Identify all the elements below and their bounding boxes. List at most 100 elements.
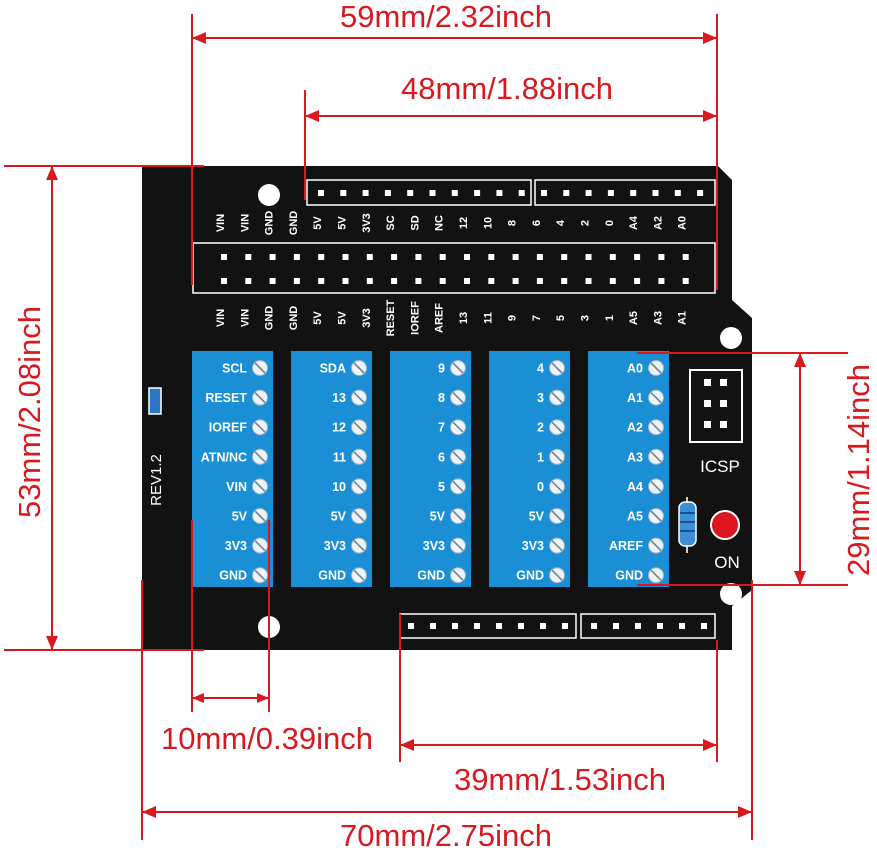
bottom-header-label: A2 [629,674,641,688]
terminal-screw-slot [353,569,365,581]
height-label: 53mm/2.08inch [12,306,47,518]
bottom-header-pin [562,623,568,629]
terminal-label: 13 [332,391,346,405]
top-header-upper-label: 7 [535,146,547,152]
top-header-upper-label: 1 [669,146,681,152]
header-pin [415,254,422,260]
bottom-header-label: A1 [607,674,619,688]
icsp-pin [720,379,727,386]
header-pin [391,278,398,284]
terminal-screw-slot [650,510,662,522]
terminal-screw-slot [452,362,464,374]
header-row2-label: 1 [604,315,616,321]
header-row1-label: A4 [628,215,640,230]
top-header-upper-label: 2 [647,146,659,152]
bottom-header-pin [613,623,619,629]
header-pin [245,254,252,260]
terminal-label: 7 [438,421,445,435]
header-pin [318,254,325,260]
header-pin [512,278,519,284]
header-pin [245,278,252,284]
header-row2-label: 3 [580,315,592,321]
icsp-pin [720,421,727,428]
terminal-label: 3V3 [522,539,544,553]
terminal-screw-slot [353,451,365,463]
terminal-screw-slot [650,421,662,433]
top-header-upper-label: 12 [424,143,436,155]
bottom-header-width-label: 39mm/1.53inch [454,762,666,797]
terminal-screw-slot [551,362,563,374]
terminal-label: GND [318,569,346,583]
header-row2-label: A5 [628,311,640,325]
terminal-label: A5 [627,510,643,524]
top-header-upper-label: GND [379,137,391,162]
header-row1-label: VIN [215,214,227,232]
bottom-header-label: 5V [490,674,502,688]
header-row1-label: 5V [312,216,324,230]
header-pin [561,254,568,260]
terminal-label: GND [219,569,247,583]
dimension-lines [4,14,848,840]
header-pin [512,254,519,260]
header-pin [607,190,614,196]
terminal-label: AREF [609,539,643,553]
terminal-label: 12 [332,421,346,435]
terminal-label: 3 [537,391,544,405]
header-pin [464,254,470,260]
bottom-header-pin [452,623,458,629]
terminal-label: ATN/NC [201,450,247,464]
revision-label: REV1.2 [148,454,165,506]
header-pin [658,254,665,260]
header-row2-label: IOREF [409,301,421,335]
header-pin [496,190,503,196]
header-pin [609,254,616,260]
top-header-upper-label: 11 [446,143,458,155]
header-row1-label: 2 [580,220,592,226]
bottom-header-label: A4 [673,673,685,688]
header-row2-label: VIN [215,309,227,327]
header-row1-label: GND [288,211,300,236]
bottom-header-label: 3V3 [468,671,480,691]
header-pin [362,190,369,196]
header-pin [342,278,349,284]
header-pin [536,278,543,284]
header-row1-label: SC [385,215,397,230]
terminal-screw-slot [254,362,266,374]
terminal-width-label: 10mm/0.39inch [161,721,373,756]
header-row1-label: 10 [482,217,494,229]
terminal-label: SCL [222,362,247,376]
header-pin [464,278,470,284]
terminal-screw-slot [650,362,662,374]
header-pin [697,190,704,196]
terminal-label: GND [417,569,445,583]
header-row1-label: GND [264,211,276,236]
on-label: ON [714,553,740,572]
terminal-label: 3V3 [324,539,346,553]
terminal-screw-slot [254,421,266,433]
terminal-screw-slot [254,480,266,492]
terminal-label: 5V [430,510,446,524]
header-row2-label: A3 [652,311,664,325]
terminal-screw-slot [650,451,662,463]
header-row2-label: 7 [531,315,543,321]
icsp-header [689,369,743,443]
terminal-label: GND [516,569,544,583]
bottom-header-label: RESEF [446,662,458,699]
header-pin [563,190,570,196]
terminal-label: 3V3 [225,539,247,553]
terminal-label: 6 [438,450,445,464]
terminal-screw-slot [452,510,464,522]
header-pin [318,278,325,284]
terminal-screw-slot [452,392,464,404]
terminal-label: 2 [537,421,544,435]
header-pin [439,278,446,284]
bottom-header-pin [657,623,663,629]
top-header-upper-label: 6 [557,146,569,152]
header-pin [439,254,446,260]
terminal-label: A0 [627,362,643,376]
terminal-screw-slot [353,392,365,404]
header-pin [342,254,349,260]
header-pin [384,190,391,196]
top-header-upper-label: 4 [602,145,614,152]
